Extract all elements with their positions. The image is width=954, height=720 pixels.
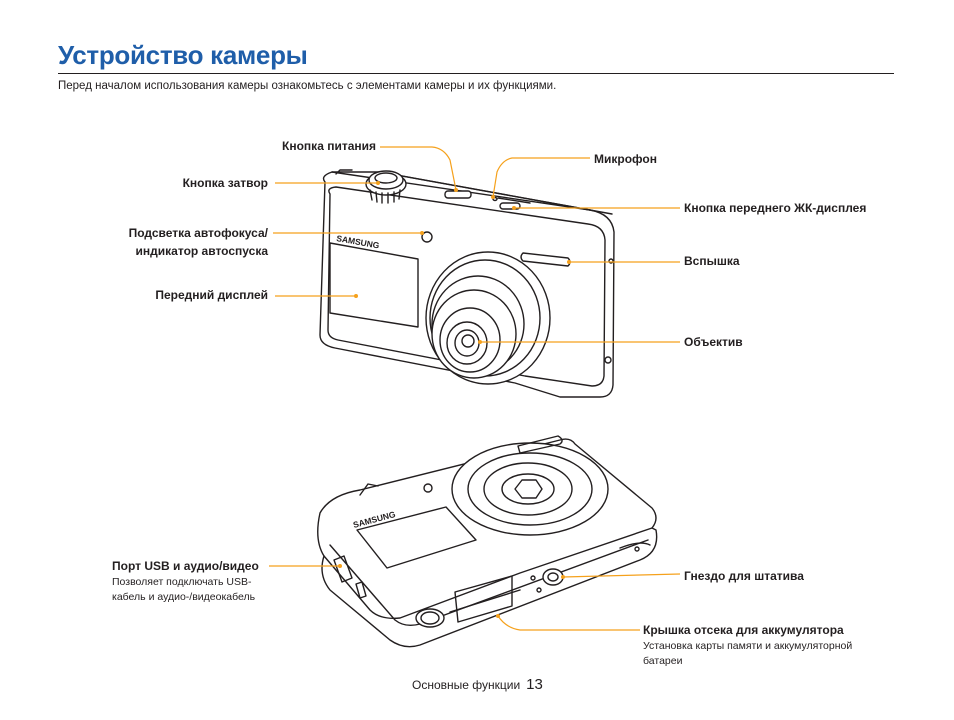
leader-lines (269, 146, 681, 631)
label-usb-port: Порт USB и аудио/видео (112, 559, 259, 573)
label-microphone: Микрофон (594, 152, 657, 166)
label-lens: Объектив (684, 335, 743, 349)
label-af-assist-line1: Подсветка автофокуса/ (128, 226, 268, 240)
intro-text: Перед началом использования камеры ознак… (58, 80, 557, 92)
bottom-camera-drawing (317, 435, 658, 648)
label-battery-cover: Крышка отсека для аккумулятора (643, 623, 844, 637)
label-front-lcd-button: Кнопка переднего ЖК-дисплея (684, 201, 867, 215)
battery-cover-desc-line1: Установка карты памяти и аккумуляторной (643, 640, 853, 652)
label-power-button: Кнопка питания (282, 139, 376, 153)
label-af-assist-line2: индикатор автоспуска (135, 244, 268, 258)
page-footer: Основные функции 13 (412, 676, 543, 693)
label-shutter-button: Кнопка затвор (182, 176, 268, 190)
front-camera-drawing (319, 169, 615, 398)
usb-port-desc-line2: кабель и аудио-/видеокабель (112, 591, 256, 603)
title-rule (58, 73, 894, 74)
battery-cover-desc-line2: батареи (643, 655, 683, 667)
label-flash: Вспышка (684, 254, 740, 268)
page-title: Устройство камеры (58, 40, 308, 70)
label-tripod-mount: Гнездо для штатива (684, 569, 804, 583)
leader-dots (338, 181, 571, 618)
usb-port-desc-line1: Позволяет подключать USB- (112, 576, 252, 588)
footer-section: Основные функции (412, 678, 521, 692)
label-front-display: Передний дисплей (155, 288, 268, 302)
page-number: 13 (526, 676, 543, 693)
